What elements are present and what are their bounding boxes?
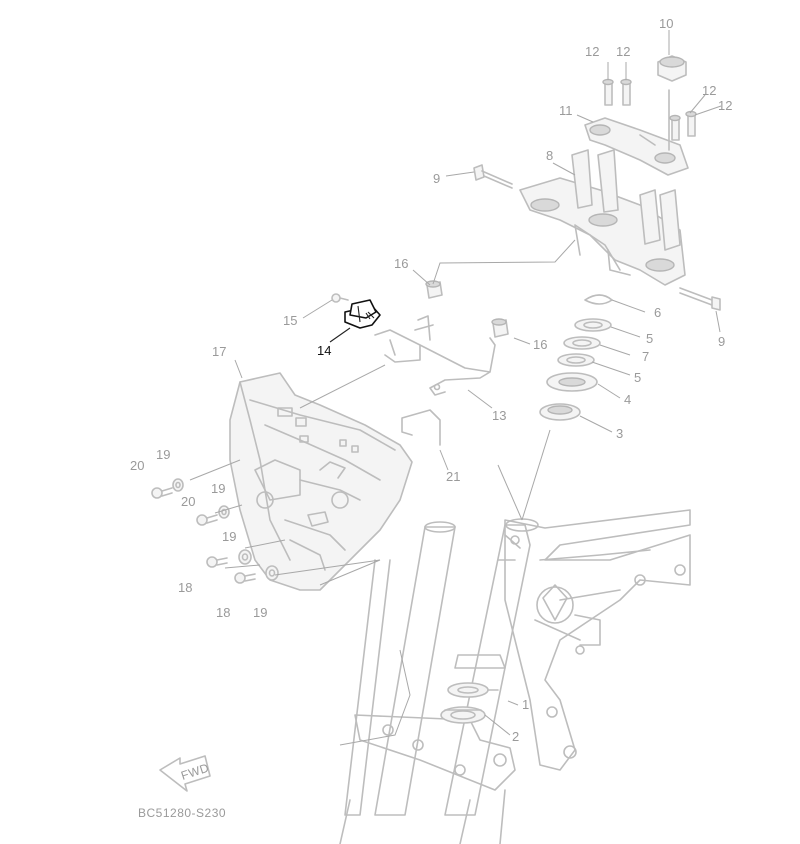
bolts-12: [602, 78, 697, 141]
callout-10: 10: [659, 16, 673, 31]
callout-12-b: 12: [616, 44, 630, 59]
callout-19-a: 19: [156, 447, 170, 462]
callout-18-b: 18: [216, 605, 230, 620]
drawing-code: BC51280-S230: [138, 806, 226, 820]
callout-21: 21: [446, 469, 460, 484]
callout-19-d: 19: [253, 605, 267, 620]
steering-stem: [444, 518, 539, 816]
callout-9-left: 9: [433, 171, 440, 186]
callout-12-a: 12: [585, 44, 599, 59]
callout-7: 7: [642, 349, 649, 364]
headlight-cover-17: [229, 372, 413, 591]
callout-20-b: 20: [181, 494, 195, 509]
callout-6: 6: [654, 305, 661, 320]
handlebar-holder-11: [584, 117, 689, 176]
callout-5-lower: 5: [634, 370, 641, 385]
callout-11: 11: [559, 103, 573, 118]
screws-and-washers: [151, 293, 349, 584]
fwd-label: FWD: [179, 761, 211, 783]
callout-15: 15: [283, 313, 297, 328]
callout-18-a: 18: [178, 580, 192, 595]
callout-4: 4: [624, 392, 631, 407]
collars-16: [425, 280, 509, 338]
bolt-9-right: [679, 287, 721, 311]
steering-nut-10: [657, 55, 687, 151]
callout-13: 13: [492, 408, 506, 423]
callout-19-b: 19: [211, 481, 225, 496]
headlight-stay-13: [374, 315, 496, 396]
bracket-21: [401, 409, 441, 446]
frame: [504, 509, 691, 771]
upper-bracket: [519, 149, 686, 286]
callout-20-a: 20: [130, 458, 144, 473]
callout-19-c: 19: [222, 529, 236, 544]
callout-12-d: 12: [718, 98, 732, 113]
leader-lines: [189, 30, 722, 746]
callout-9-right: 9: [718, 334, 725, 349]
callout-2: 2: [512, 729, 519, 744]
callout-12-c: 12: [702, 83, 716, 98]
fwd-arrow-icon: FWD: [159, 755, 211, 792]
lower-bearings: [440, 682, 489, 724]
callout-3: 3: [616, 426, 623, 441]
callout-16-lower: 16: [533, 337, 547, 352]
bearing-stack: [539, 294, 613, 421]
bolt-9-left: [473, 164, 513, 189]
callout-16-upper: 16: [394, 256, 408, 271]
clamp-part-14-highlighted[interactable]: [344, 299, 381, 329]
fork-tubes: [339, 521, 516, 844]
callout-8: 8: [546, 148, 553, 163]
callouts: 1 2 3 4 5 5 6 7 8 9 9 10 11 12 12 12 12 …: [130, 16, 732, 744]
callout-5-upper: 5: [646, 331, 653, 346]
callout-17: 17: [212, 344, 226, 359]
callout-1: 1: [522, 697, 529, 712]
callout-14-highlighted[interactable]: 14: [317, 343, 331, 358]
